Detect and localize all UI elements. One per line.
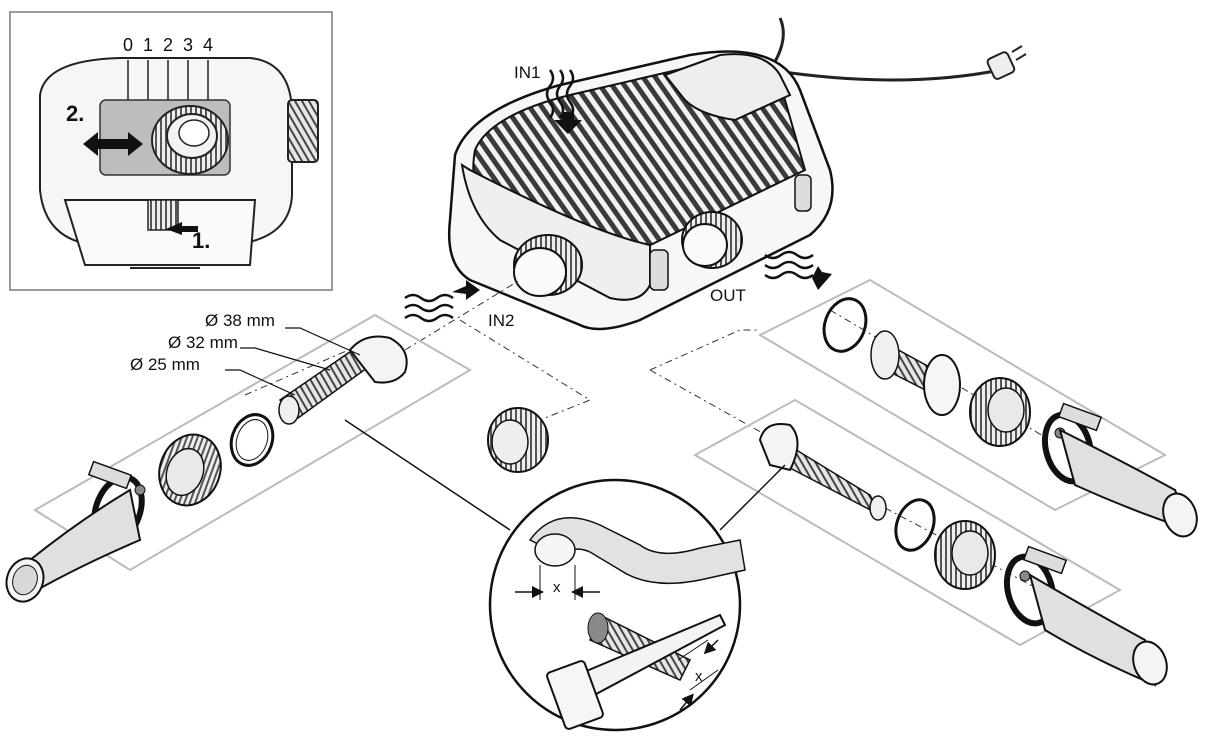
union-nut-right-lower bbox=[934, 520, 996, 590]
in1-label: IN1 bbox=[514, 63, 541, 82]
diameter-32-label: Ø 32 mm bbox=[168, 333, 238, 352]
out-label: OUT bbox=[710, 286, 746, 305]
union-nut-left bbox=[158, 433, 222, 507]
union-nut-right-upper bbox=[969, 377, 1031, 447]
in1-arrow-icon bbox=[554, 112, 582, 134]
right-lower-assembly bbox=[692, 398, 1168, 687]
spare-union-nut bbox=[487, 407, 549, 473]
hose-right-upper bbox=[1058, 428, 1198, 538]
cut-length-x-bottom: x bbox=[695, 668, 703, 685]
diameter-25-label: Ø 25 mm bbox=[130, 355, 200, 374]
scale-mark-3: 3 bbox=[182, 35, 193, 55]
slide-double-arrow-icon bbox=[83, 132, 143, 156]
scale-mark-2: 2 bbox=[162, 35, 173, 55]
flow-arrows bbox=[404, 69, 814, 323]
diameter-38-label: Ø 38 mm bbox=[205, 311, 275, 330]
scale-mark-0: 0 bbox=[122, 35, 133, 55]
step-2-label: 2. bbox=[66, 101, 85, 126]
cut-length-x-top: x bbox=[553, 579, 561, 596]
cutting-detail bbox=[344, 419, 786, 732]
pump-body bbox=[448, 17, 1027, 331]
threaded-sleeve bbox=[870, 330, 961, 416]
in2-label: IN2 bbox=[488, 311, 515, 330]
step-1-label: 1. bbox=[192, 228, 211, 253]
out-arrow-icon bbox=[812, 266, 832, 290]
plug-icon bbox=[986, 45, 1027, 80]
inset-panel bbox=[9, 11, 333, 291]
scale-mark-1: 1 bbox=[142, 35, 153, 55]
scale-mark-4: 4 bbox=[202, 35, 213, 55]
stepped-hose-tail-right bbox=[758, 423, 887, 521]
right-upper-assembly bbox=[757, 278, 1198, 538]
in2-arrow-icon bbox=[452, 280, 480, 300]
stepped-hose-tail bbox=[278, 335, 408, 425]
press-arrow-icon bbox=[166, 222, 198, 235]
left-hose-assembly bbox=[5, 313, 472, 603]
hose-left bbox=[5, 488, 142, 603]
hose-right-lower bbox=[1028, 572, 1168, 687]
